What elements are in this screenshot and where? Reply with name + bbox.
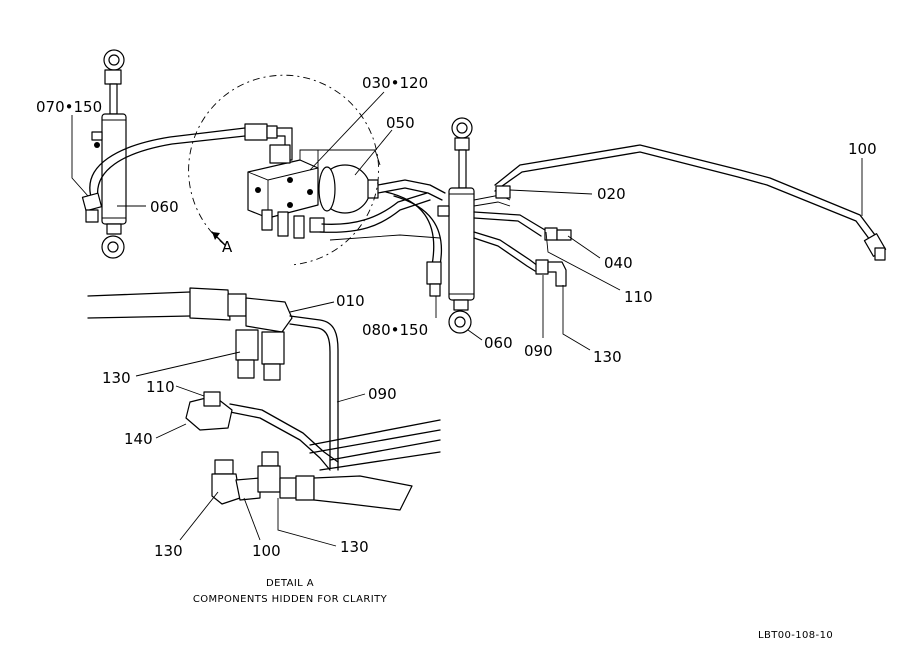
callout-130-detail-bottom-left: 130 <box>154 542 183 560</box>
callout-090-detail: 090 <box>368 385 397 403</box>
leader-lines <box>71 91 863 547</box>
callout-050: 050 <box>386 114 415 132</box>
valve-block <box>247 144 325 239</box>
callout-010: 010 <box>336 292 365 310</box>
callout-060-right: 060 <box>484 334 513 352</box>
detail-title: DETAIL A <box>266 578 314 589</box>
callout-140: 140 <box>124 430 153 448</box>
callout-130-detail-bottom-right: 130 <box>340 538 369 556</box>
callout-130-right: 130 <box>593 348 622 366</box>
callout-080-150: 080•150 <box>362 321 428 339</box>
callout-020: 020 <box>597 185 626 203</box>
drawing-number: LBT00-108-10 <box>758 630 833 641</box>
detail-a-fittings-lower <box>185 391 413 511</box>
accumulator-050 <box>318 164 379 214</box>
callout-110-right: 110 <box>624 288 653 306</box>
pipes-to-right-cylinder <box>299 149 446 297</box>
detail-a-tube-090 <box>229 315 339 471</box>
detail-marker-a: A <box>222 238 233 256</box>
callout-040: 040 <box>604 254 633 272</box>
left-cylinder <box>91 49 127 259</box>
detail-subtitle: COMPONENTS HIDDEN FOR CLARITY <box>193 594 388 605</box>
detail-a-circle <box>188 74 379 266</box>
callout-070-150: 070•150 <box>36 98 102 116</box>
callout-100-detail: 100 <box>252 542 281 560</box>
tube-100-right <box>473 144 887 261</box>
callout-030-120: 030•120 <box>362 74 428 92</box>
detail-a-hoses <box>87 287 293 381</box>
callout-060-left: 060 <box>150 198 179 216</box>
tube-to-fittings <box>473 211 572 287</box>
right-cylinder <box>437 117 475 334</box>
callout-090-right: 090 <box>524 342 553 360</box>
callout-100-top: 100 <box>848 140 877 158</box>
detail-a-frame-bars <box>309 419 441 471</box>
callout-130-detail-left: 130 <box>102 369 131 387</box>
callout-110-detail: 110 <box>146 378 175 396</box>
